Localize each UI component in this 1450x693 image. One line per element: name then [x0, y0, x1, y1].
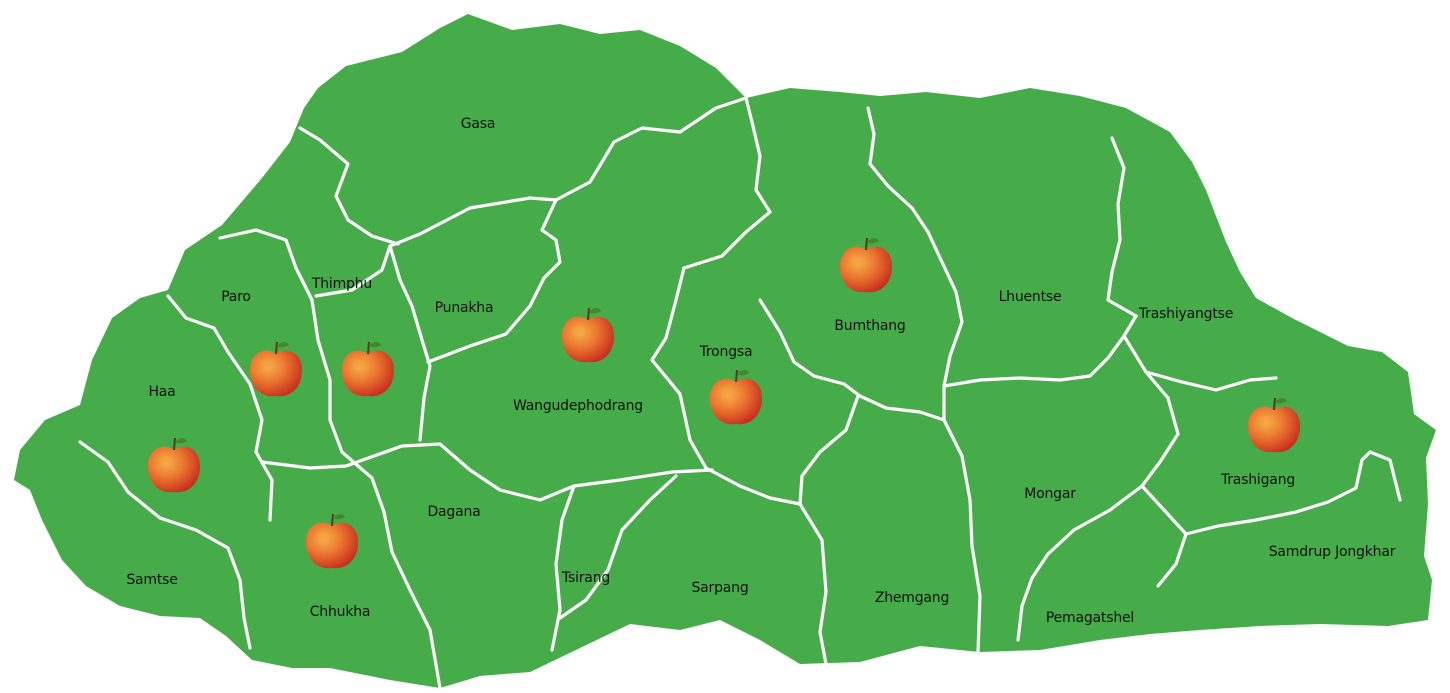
label-zhemgang: Zhemgang [875, 590, 949, 606]
apple-icon [306, 513, 358, 569]
apple-icon [148, 437, 200, 493]
apple-icon [710, 369, 762, 425]
label-pemagatshel: Pemagatshel [1046, 610, 1134, 626]
label-thimphu: Thimphu [311, 276, 372, 292]
label-chhukha: Chhukha [310, 604, 371, 620]
label-paro: Paro [221, 289, 251, 305]
apple-icon [840, 237, 892, 293]
label-wangudephodrang: Wangudephodrang [513, 398, 643, 414]
label-bumthang: Bumthang [834, 318, 905, 334]
label-dagana: Dagana [427, 504, 480, 520]
label-samdrup-jongkhar: Samdrup Jongkhar [1269, 544, 1396, 560]
label-lhuentse: Lhuentse [999, 289, 1062, 305]
apple-icon [250, 341, 302, 397]
label-haa: Haa [148, 384, 175, 400]
label-trashiyangtse: Trashiyangtse [1138, 306, 1233, 322]
apple-icon [342, 341, 394, 397]
label-trashigang: Trashigang [1220, 472, 1295, 488]
label-trongsa: Trongsa [699, 344, 753, 360]
apple-icon [1248, 397, 1300, 453]
district-labels: Gasa Paro Thimphu Punakha Haa Wangudepho… [126, 116, 1396, 626]
apple-markers [148, 237, 1300, 569]
district-borders [78, 96, 1402, 690]
label-mongar: Mongar [1024, 486, 1076, 502]
label-gasa: Gasa [461, 116, 496, 132]
apple-icon [562, 307, 614, 363]
label-punakha: Punakha [435, 300, 494, 316]
country-landmass [14, 14, 1436, 688]
label-samtse: Samtse [126, 572, 177, 588]
label-sarpang: Sarpang [691, 580, 748, 596]
label-tsirang: Tsirang [561, 570, 610, 586]
